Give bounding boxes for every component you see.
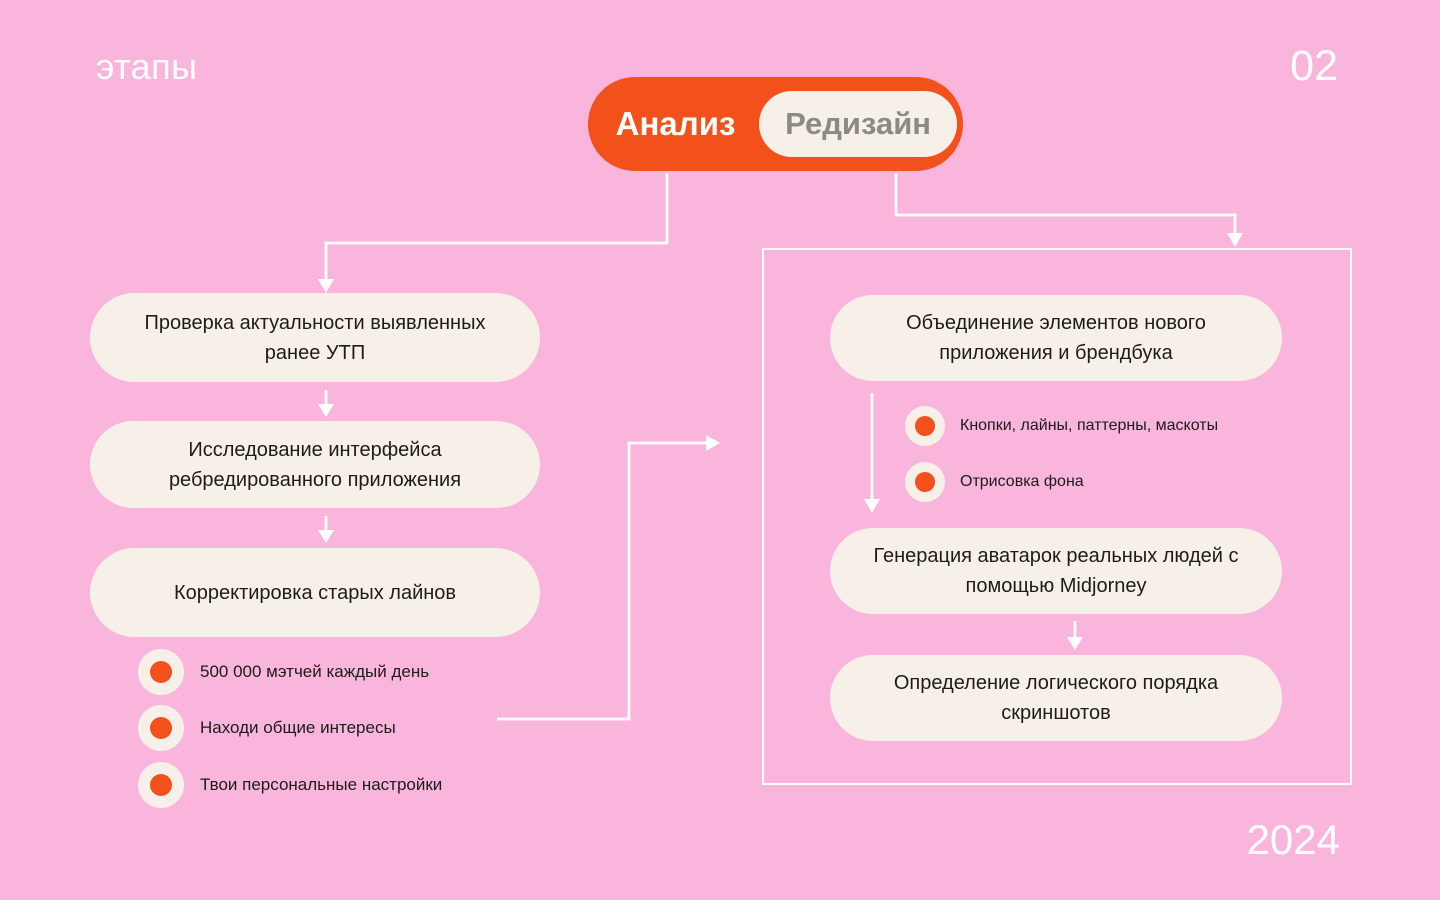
arrowhead-right-icon [706,435,720,451]
tab-redesign[interactable]: Редизайн [759,91,957,157]
analysis-step-2: Исследование интерфейса ребредированного… [90,421,540,508]
arrowhead-down-icon [318,530,334,543]
redesign-step-1: Объединение элементов нового приложения … [830,295,1282,381]
arrowhead-down-icon [318,279,334,293]
slide-kicker: этапы [96,46,198,87]
list-item: Твои персональные настройки [138,762,442,808]
arrow-analysis-to-left-column [324,173,669,279]
bullet-dot-icon [905,462,945,502]
bullet-label: Твои персональные настройки [200,775,443,794]
analysis-step-1: Проверка актуальности выявленных ранее У… [90,293,540,382]
redesign-step-2: Генерация аватарок реальных людей с помо… [830,528,1282,614]
list-item: 500 000 мэтчей каждый день [138,649,429,695]
page-number: 02 [1290,42,1338,90]
list-item: Кнопки, лайны, паттерны, маскоты [905,406,1218,446]
tab-analysis[interactable]: Анализ [615,105,736,142]
bullet-label: Отрисовка фона [960,473,1084,490]
tab-redesign-label: Редизайн [785,106,931,141]
bullet-dot-icon [138,705,184,751]
list-item: Отрисовка фона [905,462,1084,502]
arrowhead-down-icon [318,404,334,417]
redesign-step-3: Определение логического порядка скриншот… [830,655,1282,741]
stage-toggle: Анализ Редизайн [588,77,963,171]
redesign-frame [762,248,1352,785]
year-label: 2024 [1246,816,1340,863]
bullet-dot-icon [138,762,184,808]
bullet-label: Кнопки, лайны, паттерны, маскоты [960,417,1219,434]
arrowhead-down-icon [1227,233,1243,247]
analysis-step-3: Корректировка старых лайнов [90,548,540,637]
bullet-label: Находи общие интересы [200,718,396,737]
arrow-redesign-to-right-frame [894,173,1237,233]
bullet-dot-icon [138,649,184,695]
bullet-label: 500 000 мэтчей каждый день [200,662,430,681]
list-item: Находи общие интересы [138,705,396,751]
bullet-dot-icon [905,406,945,446]
